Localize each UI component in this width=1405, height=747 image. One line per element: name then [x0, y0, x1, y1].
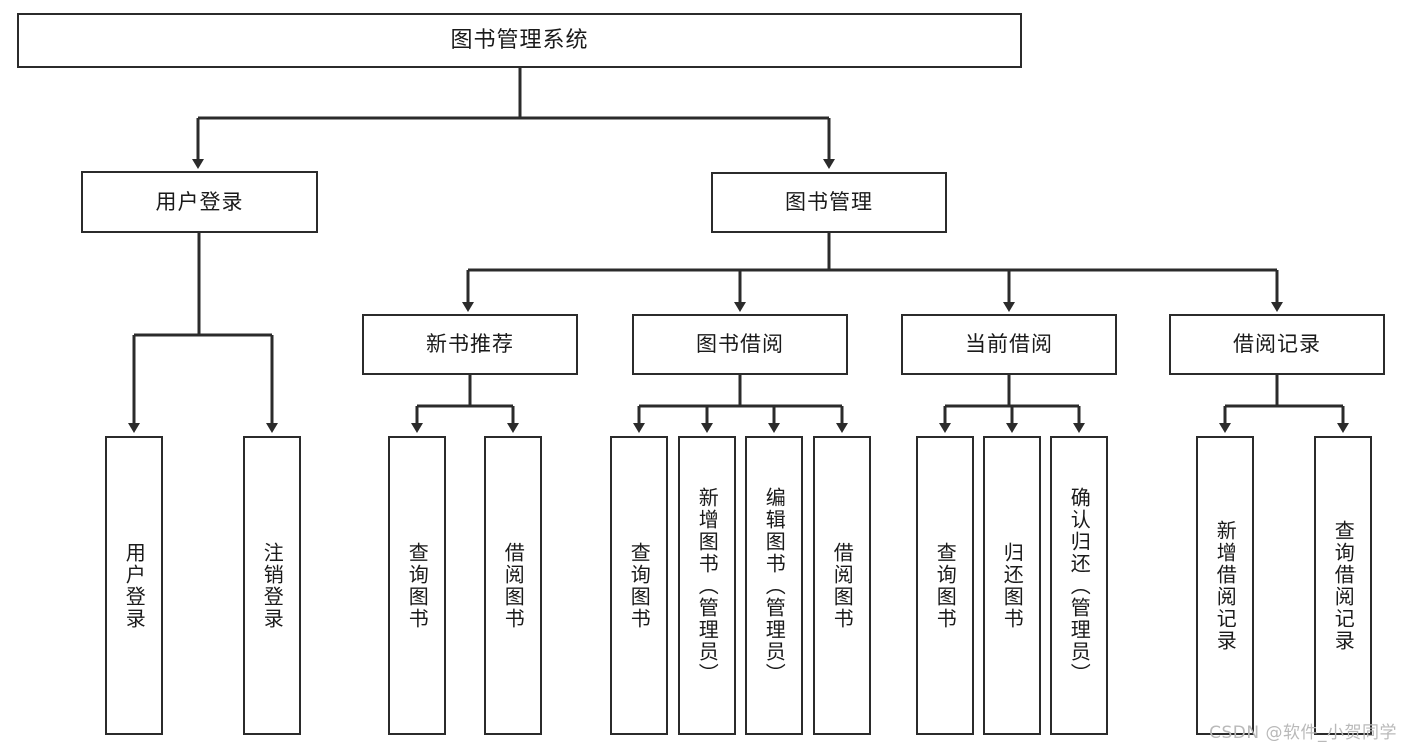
node-borrow-records[interactable]: 借阅记录 — [1169, 314, 1385, 375]
node-label: 新增图书（管理员） — [695, 486, 720, 685]
node-label: 当前借阅 — [965, 332, 1053, 356]
leaf-borrow-add-book-admin[interactable]: 新增图书（管理员） — [678, 436, 736, 735]
node-book-borrow[interactable]: 图书借阅 — [632, 314, 848, 375]
node-label: 借阅记录 — [1233, 332, 1321, 356]
leaf-borrow-edit-book-admin[interactable]: 编辑图书（管理员） — [745, 436, 803, 735]
node-label: 查询图书 — [933, 541, 958, 630]
node-label: 借阅图书 — [501, 541, 526, 630]
node-label: 确认归还（管理员） — [1067, 486, 1092, 685]
leaf-recommend-borrow-book[interactable]: 借阅图书 — [484, 436, 542, 735]
node-user-login[interactable]: 用户登录 — [81, 171, 318, 233]
node-book-management[interactable]: 图书管理 — [711, 172, 947, 233]
leaf-user-login-signin[interactable]: 用户登录 — [105, 436, 163, 735]
leaf-current-query-book[interactable]: 查询图书 — [916, 436, 974, 735]
leaf-user-login-signout[interactable]: 注销登录 — [243, 436, 301, 735]
node-label: 归还图书 — [1000, 541, 1025, 630]
node-label: 注销登录 — [260, 541, 285, 630]
node-label: 查询借阅记录 — [1331, 519, 1356, 652]
node-new-book-recommend[interactable]: 新书推荐 — [362, 314, 578, 375]
node-label: 用户登录 — [122, 541, 147, 630]
node-label: 编辑图书（管理员） — [762, 486, 787, 685]
leaf-records-add-record[interactable]: 新增借阅记录 — [1196, 436, 1254, 735]
node-label: 查询图书 — [405, 541, 430, 630]
leaf-borrow-borrow-book[interactable]: 借阅图书 — [813, 436, 871, 735]
leaf-borrow-query-book[interactable]: 查询图书 — [610, 436, 668, 735]
node-label: 图书借阅 — [696, 332, 784, 356]
leaf-records-query-record[interactable]: 查询借阅记录 — [1314, 436, 1372, 735]
node-label: 查询图书 — [627, 541, 652, 630]
node-label: 借阅图书 — [830, 541, 855, 630]
node-root-system[interactable]: 图书管理系统 — [17, 13, 1022, 68]
node-current-borrow[interactable]: 当前借阅 — [901, 314, 1117, 375]
leaf-current-return-book[interactable]: 归还图书 — [983, 436, 1041, 735]
node-label: 用户登录 — [155, 189, 244, 214]
csdn-watermark: CSDN @软件_小贺同学 — [1209, 723, 1397, 743]
leaf-recommend-query-book[interactable]: 查询图书 — [388, 436, 446, 735]
node-label: 新增借阅记录 — [1213, 519, 1238, 652]
node-label: 图书管理系统 — [450, 27, 589, 53]
leaf-current-confirm-return-admin[interactable]: 确认归还（管理员） — [1050, 436, 1108, 735]
node-label: 新书推荐 — [426, 332, 514, 356]
node-label: 图书管理 — [785, 190, 873, 214]
